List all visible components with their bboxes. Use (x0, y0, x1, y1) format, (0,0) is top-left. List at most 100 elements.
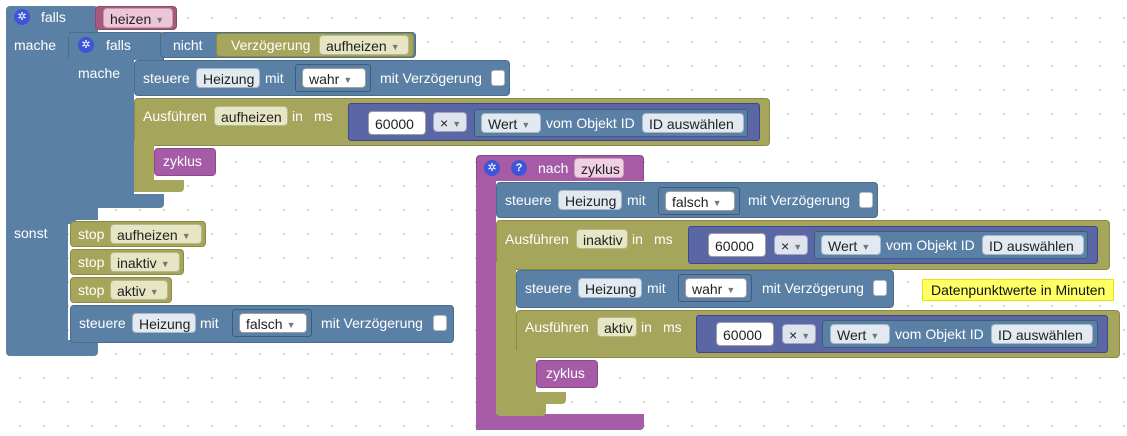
run-variable-field[interactable]: inaktiv (576, 229, 628, 249)
value-dropdown[interactable]: wahr▼ (302, 68, 366, 88)
call-zyklus-block-2[interactable] (536, 360, 598, 388)
state-type-dropdown[interactable]: Wert▼ (481, 113, 541, 133)
control-label: steuere (525, 280, 572, 296)
gear-icon[interactable]: ✲ (484, 160, 500, 176)
main-if-bottom (6, 340, 98, 356)
call-zyklus-label: zyklus (163, 153, 202, 169)
inner-if-spine (68, 58, 134, 206)
inner-if-label: falls (106, 37, 131, 53)
run-label: Ausführen (143, 108, 207, 124)
else-label: sonst (14, 225, 48, 241)
procedure-bottom (476, 414, 644, 430)
chevron-down-icon: ▼ (149, 287, 159, 297)
object-id-label: vom Objekt ID (546, 115, 635, 131)
operator-dropdown[interactable]: ×▼ (782, 324, 816, 344)
control-label: steuere (505, 192, 552, 208)
chevron-down-icon: ▼ (712, 198, 722, 208)
run-block-3-spine (516, 350, 536, 404)
run-label: Ausführen (525, 319, 589, 335)
stop-variable-dropdown[interactable]: aktiv▼ (110, 280, 168, 300)
run-label: Ausführen (505, 231, 569, 247)
delay-option-label: mit Verzögerung (762, 280, 864, 296)
run-variable-field[interactable]: aktiv (597, 317, 637, 337)
delay-label: Verzögerung (231, 37, 311, 53)
condition-variable-dropdown[interactable]: heizen▼ (103, 8, 173, 28)
procedure-spine (476, 180, 496, 430)
select-id-button[interactable]: ID auswählen (642, 113, 744, 133)
procedure-name-field[interactable]: zyklus (574, 158, 624, 178)
chevron-down-icon: ▼ (801, 331, 811, 341)
state-type-dropdown[interactable]: Wert▼ (821, 235, 881, 255)
help-icon[interactable]: ? (511, 160, 527, 176)
chevron-down-icon: ▼ (521, 120, 531, 130)
run-block-1-spine (134, 140, 154, 192)
operator-dropdown[interactable]: ×▼ (433, 112, 467, 132)
chevron-down-icon: ▼ (155, 15, 165, 25)
with-label: mit (200, 315, 219, 331)
number-input[interactable]: 60000 (708, 233, 766, 257)
gear-icon[interactable]: ✲ (14, 9, 30, 25)
after-label: nach (538, 160, 569, 176)
device-field[interactable]: Heizung (558, 190, 622, 210)
not-label: nicht (173, 37, 203, 53)
comment-note[interactable]: Datenpunktwerte in Minuten (922, 279, 1115, 301)
delay-checkbox[interactable] (491, 70, 505, 86)
select-id-button[interactable]: ID auswählen (982, 235, 1084, 255)
chevron-down-icon: ▼ (452, 119, 462, 129)
in-label: in (632, 231, 643, 247)
delay-checkbox[interactable] (873, 280, 887, 296)
delay-variable-dropdown[interactable]: aufheizen▼ (319, 35, 409, 55)
inner-do-label: mache (78, 65, 121, 81)
value-dropdown[interactable]: falsch▼ (665, 191, 735, 211)
number-input[interactable]: 60000 (716, 322, 774, 346)
device-field[interactable]: Heizung (578, 278, 642, 298)
stop-variable-dropdown[interactable]: inaktiv▼ (110, 252, 180, 272)
ms-label: ms (663, 319, 682, 335)
state-type-dropdown[interactable]: Wert▼ (830, 324, 890, 344)
call-zyklus-block-1[interactable] (154, 148, 216, 176)
in-label: in (641, 319, 652, 335)
chevron-down-icon: ▼ (793, 242, 803, 252)
device-field[interactable]: Heizung (196, 68, 260, 88)
with-label: mit (265, 70, 284, 86)
in-label: in (292, 108, 303, 124)
gear-icon[interactable]: ✲ (78, 37, 94, 53)
run-block-1-bottom (134, 180, 184, 192)
do-label: mache (14, 37, 57, 53)
chevron-down-icon: ▼ (861, 242, 871, 252)
ms-label: ms (654, 231, 673, 247)
main-if-mid (6, 204, 98, 220)
run-variable-field[interactable]: aufheizen (214, 106, 288, 126)
chevron-down-icon: ▼ (726, 285, 736, 295)
device-field[interactable]: Heizung (132, 313, 196, 333)
with-label: mit (627, 192, 646, 208)
with-label: mit (647, 280, 666, 296)
select-id-button[interactable]: ID auswählen (991, 324, 1093, 344)
chevron-down-icon: ▼ (286, 320, 296, 330)
run-block-2-bottom (496, 404, 546, 416)
control-label: steuere (143, 70, 190, 86)
run-block-3-bottom (516, 392, 566, 404)
delay-checkbox[interactable] (859, 192, 873, 208)
delay-checkbox[interactable] (433, 315, 447, 331)
stop-label: stop (78, 282, 105, 298)
object-id-label: vom Objekt ID (895, 326, 984, 342)
delay-option-label: mit Verzögerung (380, 70, 482, 86)
chevron-down-icon: ▼ (870, 331, 880, 341)
inner-if-bottom (68, 194, 164, 208)
number-input[interactable]: 60000 (368, 111, 426, 135)
operator-dropdown[interactable]: ×▼ (774, 235, 808, 255)
chevron-down-icon: ▼ (181, 231, 191, 241)
value-dropdown[interactable]: wahr▼ (685, 278, 747, 298)
object-id-label: vom Objekt ID (886, 237, 975, 253)
delay-option-label: mit Verzögerung (748, 192, 850, 208)
ms-label: ms (314, 108, 333, 124)
stop-label: stop (78, 254, 105, 270)
value-dropdown[interactable]: falsch▼ (239, 313, 307, 333)
main-if-spine (6, 30, 68, 356)
call-zyklus-label: zyklus (546, 365, 585, 381)
delay-option-label: mit Verzögerung (321, 315, 423, 331)
control-label: steuere (79, 315, 126, 331)
chevron-down-icon: ▼ (343, 75, 353, 85)
stop-variable-dropdown[interactable]: aufheizen▼ (110, 224, 202, 244)
